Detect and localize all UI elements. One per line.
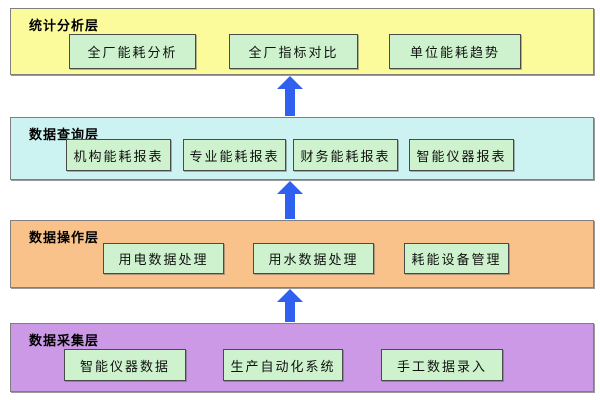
arrow-tail [285, 89, 295, 116]
layer-statistical-analysis: 统计分析层 全厂能耗分析 全厂指标对比 单位能耗趋势 [10, 8, 594, 75]
layer-data-query: 数据查询层 机构能耗报表 专业能耗报表 财务能耗报表 智能仪器报表 [10, 117, 594, 180]
arrow-head [277, 76, 303, 89]
layer-title: 数据操作层 [29, 231, 100, 246]
node-box: 智能仪器报表 [409, 139, 514, 171]
node-box: 手工数据录入 [381, 349, 503, 381]
layer-data-operation: 数据操作层 用电数据处理 用水数据处理 耗能设备管理 [10, 220, 594, 288]
layer-title: 统计分析层 [29, 19, 100, 34]
arrow-tail [285, 302, 295, 322]
node-box: 专业能耗报表 [183, 139, 286, 171]
node-box: 生产自动化系统 [223, 349, 343, 381]
node-box: 智能仪器数据 [64, 349, 186, 381]
node-box: 财务能耗报表 [293, 139, 398, 171]
up-arrow-icon [277, 181, 303, 219]
arrow-head [277, 289, 303, 302]
layer-title: 数据采集层 [29, 334, 100, 349]
node-box: 机构能耗报表 [66, 139, 171, 171]
up-arrow-icon [277, 289, 303, 322]
node-box: 用水数据处理 [253, 243, 374, 274]
node-box: 单位能耗趋势 [389, 34, 521, 69]
node-box: 全厂指标对比 [229, 34, 358, 69]
arrow-tail [285, 194, 295, 219]
layer-data-collection: 数据采集层 智能仪器数据 生产自动化系统 手工数据录入 [10, 323, 594, 392]
node-box: 耗能设备管理 [404, 243, 509, 274]
node-box: 用电数据处理 [103, 243, 224, 274]
arrow-head [277, 181, 303, 194]
node-box: 全厂能耗分析 [69, 34, 196, 69]
up-arrow-icon [277, 76, 303, 116]
